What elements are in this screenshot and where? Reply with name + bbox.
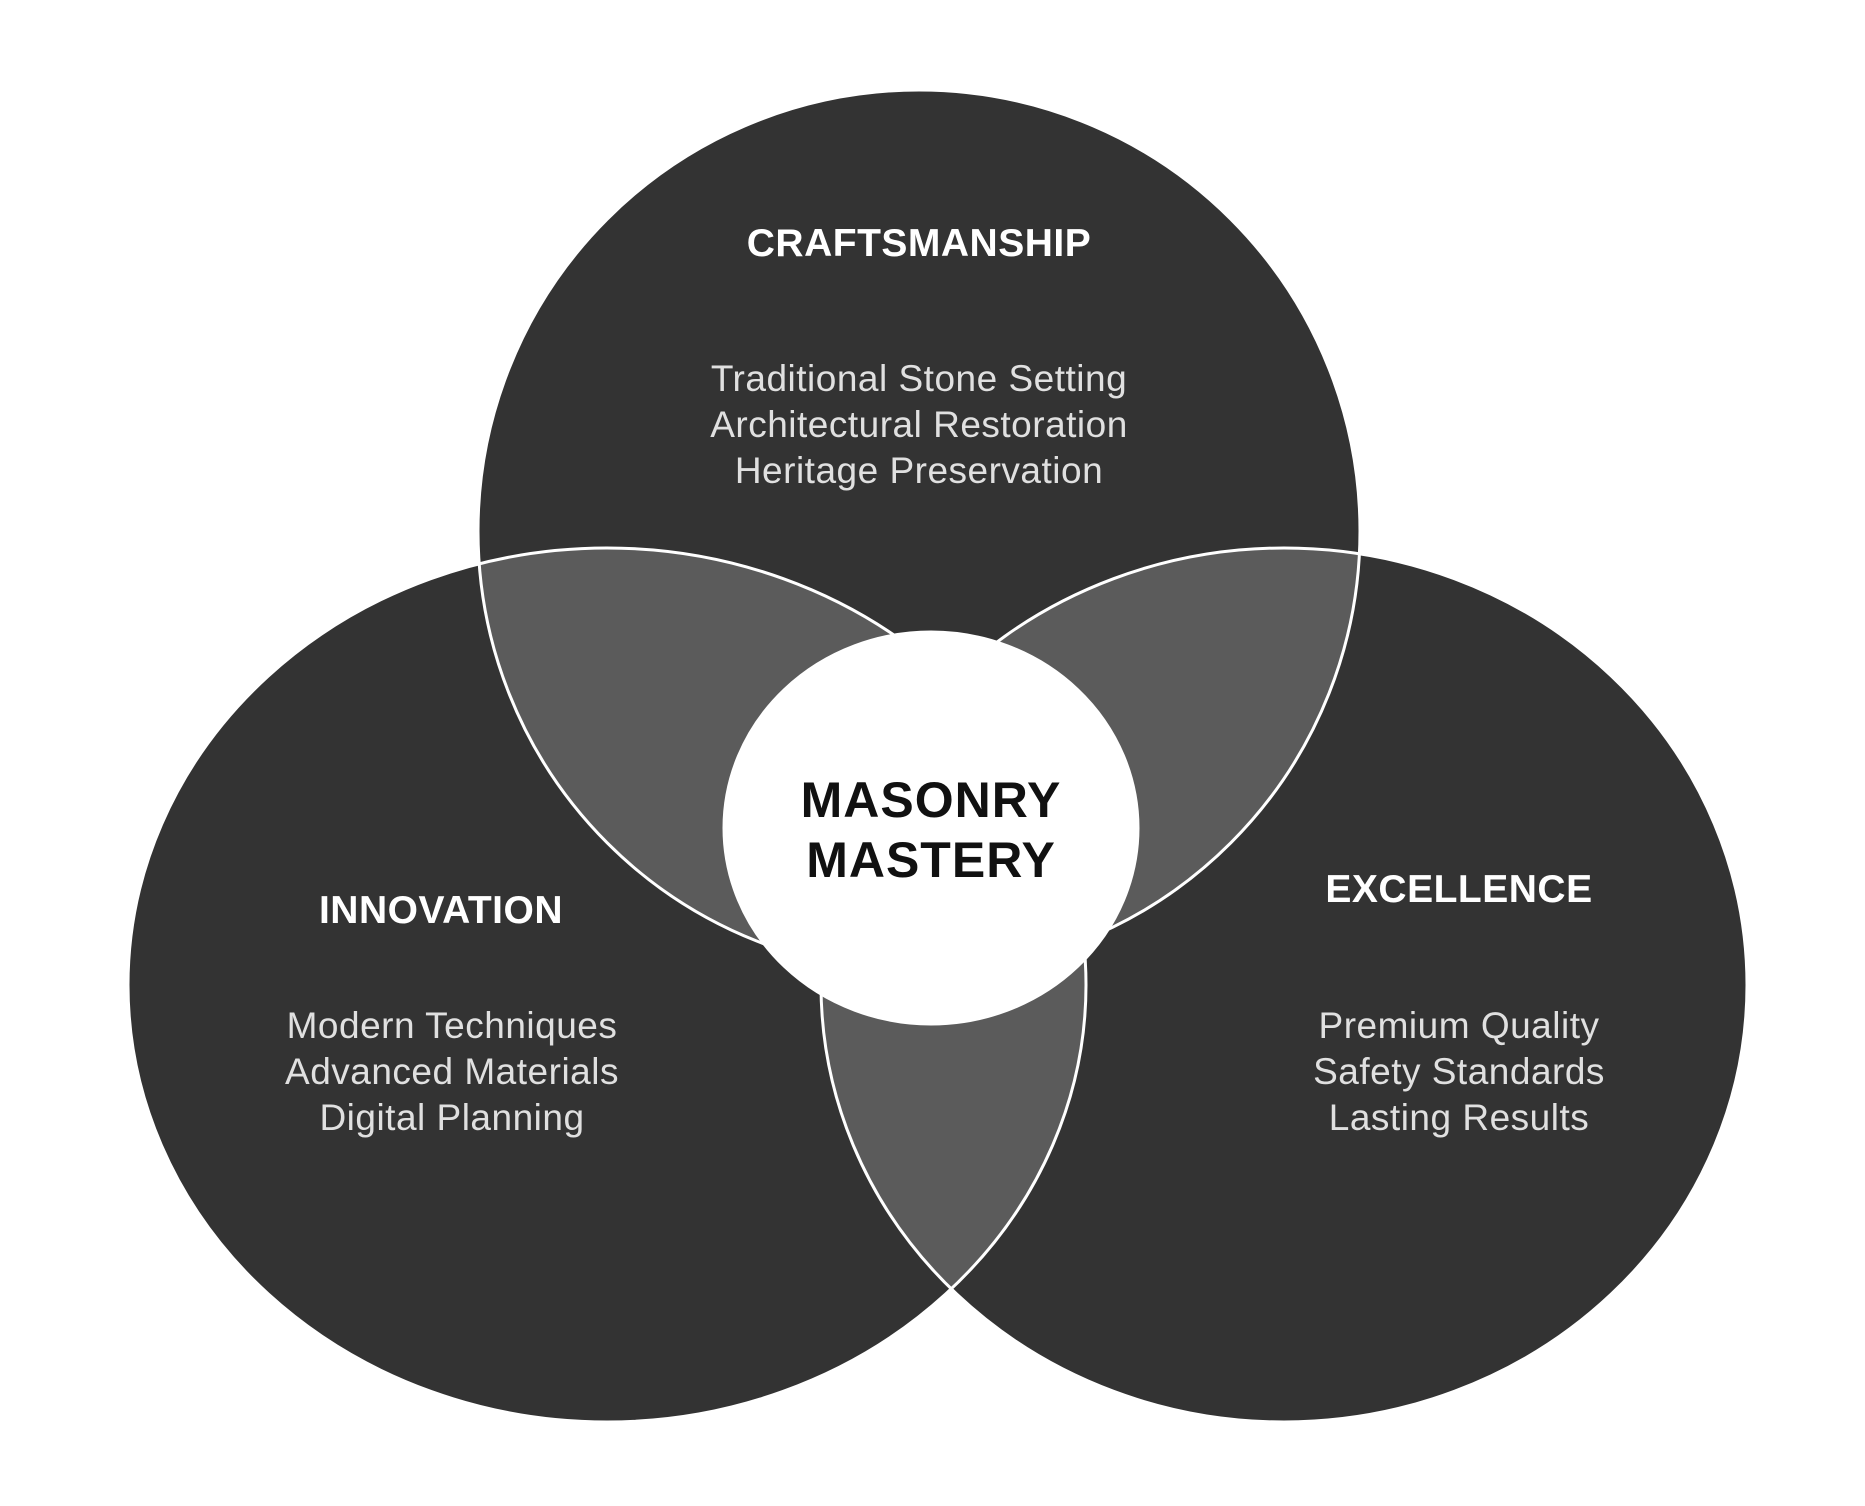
center-title-line2: MASTERY xyxy=(806,832,1056,888)
circle-right-title: EXCELLENCE xyxy=(1325,868,1592,911)
circle-left-title: INNOVATION xyxy=(319,889,563,932)
circle-right-item-3: Lasting Results xyxy=(1329,1097,1589,1138)
circle-top-title: CRAFTSMANSHIP xyxy=(747,222,1092,265)
circle-right-item-1: Premium Quality xyxy=(1319,1005,1600,1046)
circle-left-item-2: Advanced Materials xyxy=(285,1051,619,1092)
circle-right-item-2: Safety Standards xyxy=(1313,1051,1605,1092)
circle-top-item-1: Traditional Stone Setting xyxy=(711,358,1127,399)
circle-top-item-3: Heritage Preservation xyxy=(735,450,1103,491)
circle-top-item-2: Architectural Restoration xyxy=(710,404,1128,445)
circle-left-item-1: Modern Techniques xyxy=(287,1005,618,1046)
center-title-line1: MASONRY xyxy=(801,772,1062,828)
center-circle xyxy=(722,630,1140,1026)
circle-left-outline xyxy=(126,546,1088,1424)
circle-left-item-3: Digital Planning xyxy=(319,1097,584,1138)
